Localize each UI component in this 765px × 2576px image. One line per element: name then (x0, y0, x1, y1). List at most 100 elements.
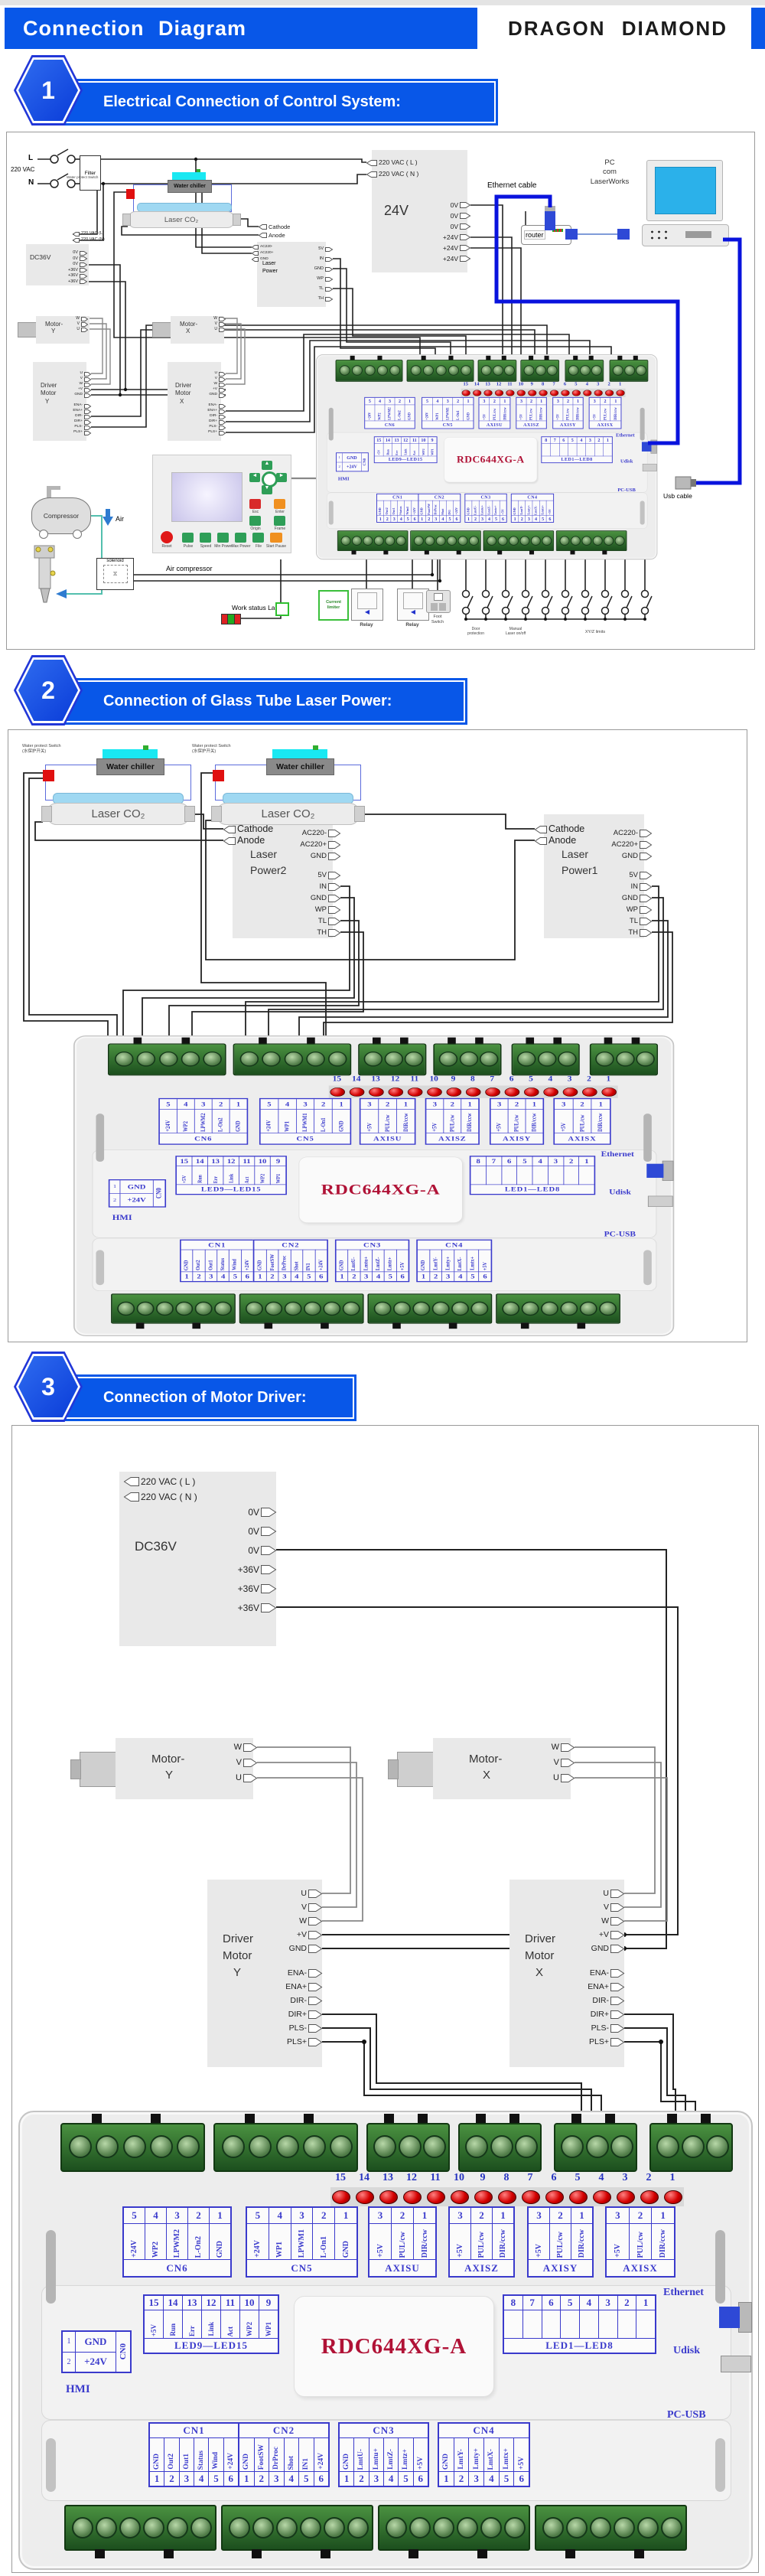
pin-label: WP1 (430, 448, 435, 455)
hmi-pulse-button[interactable] (182, 533, 194, 543)
pin-name: U (603, 1888, 609, 1898)
pin-arrow-icon (308, 2010, 323, 2019)
pin-row: TL (276, 284, 334, 294)
pin-arrow-icon (84, 371, 92, 377)
terminal-tab (192, 1322, 201, 1329)
hmi-frame-button[interactable] (274, 516, 285, 526)
pin-row: 220 VAC ( L ) (366, 157, 462, 168)
current-limiter-box: Current limiter (318, 590, 349, 621)
pin-name: V (553, 1757, 559, 1767)
terminal-screw (591, 365, 602, 376)
pin-row: W (189, 316, 226, 321)
pin-label: PUL/cw (513, 1114, 521, 1132)
terminal-screw (465, 2135, 489, 2158)
pin-label: +5V (181, 1175, 187, 1184)
status-led (506, 390, 515, 396)
hmi-reset-button[interactable] (161, 531, 173, 543)
terminal-screw (167, 2517, 189, 2539)
hmi-minpower-button[interactable] (217, 533, 229, 543)
hmi-file-button[interactable] (252, 533, 264, 543)
hmi-up-button[interactable]: ▲ (262, 461, 272, 470)
terminal-screw (136, 1051, 156, 1067)
unit-a-ac-pins: AC220-AC220+GND (261, 827, 341, 862)
led-number: 4 (548, 1075, 553, 1084)
pin-number: 6 (453, 515, 460, 523)
pin-number: 2 (347, 1272, 360, 1281)
led-number: 4 (598, 2172, 604, 2183)
board-slot-left-2 (46, 2438, 56, 2492)
pin-row: GND (249, 1942, 323, 1955)
terminal-screw (392, 1301, 411, 1316)
terminal-screw (328, 1051, 347, 1067)
terminal-screw (459, 1051, 478, 1067)
hmi-origin-button[interactable] (249, 516, 261, 526)
pin-label: +5V (613, 2244, 622, 2258)
pin-label: Err (395, 450, 399, 455)
led-number: 5 (575, 2172, 581, 2183)
pin-name: PLS- (74, 425, 83, 429)
pin-name: ENA+ (588, 1981, 609, 1991)
led-number: 2 (607, 381, 610, 387)
hmi-speed-button[interactable] (200, 533, 211, 543)
pin-number: 3 (520, 398, 523, 404)
pin-arrow-icon (84, 425, 92, 430)
terminal-screw (116, 1301, 135, 1316)
pin-label: LmtX- (534, 505, 538, 515)
pin-name: +36V (68, 267, 78, 272)
terminal-screw (122, 2135, 146, 2158)
limit-switch-icon (584, 618, 587, 621)
led-number: 5 (529, 1075, 533, 1084)
connector-name: LED1—LED8 (504, 1185, 561, 1193)
pin-label: Link (207, 2322, 215, 2336)
hmi-enter-button[interactable] (274, 499, 285, 509)
pin-number: 4 (216, 1272, 229, 1281)
pin-number: 5 (466, 1272, 478, 1281)
pin-label: L-On1 (320, 1117, 327, 1132)
pin-label: LmtU- (357, 2448, 366, 2470)
pin-label: LPWM1 (301, 1113, 309, 1132)
hmi-start-button[interactable] (270, 533, 282, 543)
pin-label: GND (420, 507, 425, 515)
led-number: 6 (563, 381, 567, 387)
hmi-down-button[interactable]: ▼ (262, 485, 272, 494)
hmi-right-button[interactable]: ► (276, 473, 287, 482)
status-led (407, 1087, 423, 1097)
hmi-esc-button[interactable] (249, 499, 261, 509)
pin-name: ENA- (73, 403, 83, 408)
pin-number: 2 (187, 2208, 209, 2223)
terminal-screw (262, 1051, 281, 1067)
pin-label: DrProc (272, 2447, 281, 2470)
pin-number: 4 (372, 1272, 384, 1281)
pin-label: +5V (592, 413, 597, 420)
pin-row: GND (261, 850, 341, 862)
pin-number: 4 (579, 2296, 598, 2310)
pin-row: DIR+ (249, 2007, 323, 2021)
hmi-maxpower-button[interactable] (235, 533, 246, 543)
hmi-left-button[interactable]: ◄ (249, 473, 260, 482)
pin-label: +24V (253, 2240, 262, 2258)
terminal-screw (423, 365, 434, 376)
led-number: 9 (530, 381, 533, 387)
pin-arrow-icon (80, 273, 88, 279)
pin-row: V (249, 1900, 323, 1914)
pin-label: Act (412, 450, 417, 455)
pin-number: 14 (163, 2296, 182, 2310)
connector-name: AXISZ (464, 2261, 499, 2274)
limit-switch-icon (640, 606, 649, 615)
pin-label: PUL/cw (565, 408, 571, 420)
terminal-screw (339, 365, 350, 376)
pin-label: FootSW (257, 2444, 265, 2470)
pin-label: Lmtx+ (541, 505, 545, 515)
hmi-file-label: File (255, 544, 262, 549)
terminal-screw (523, 365, 535, 376)
pin-arrow-icon (219, 377, 226, 382)
